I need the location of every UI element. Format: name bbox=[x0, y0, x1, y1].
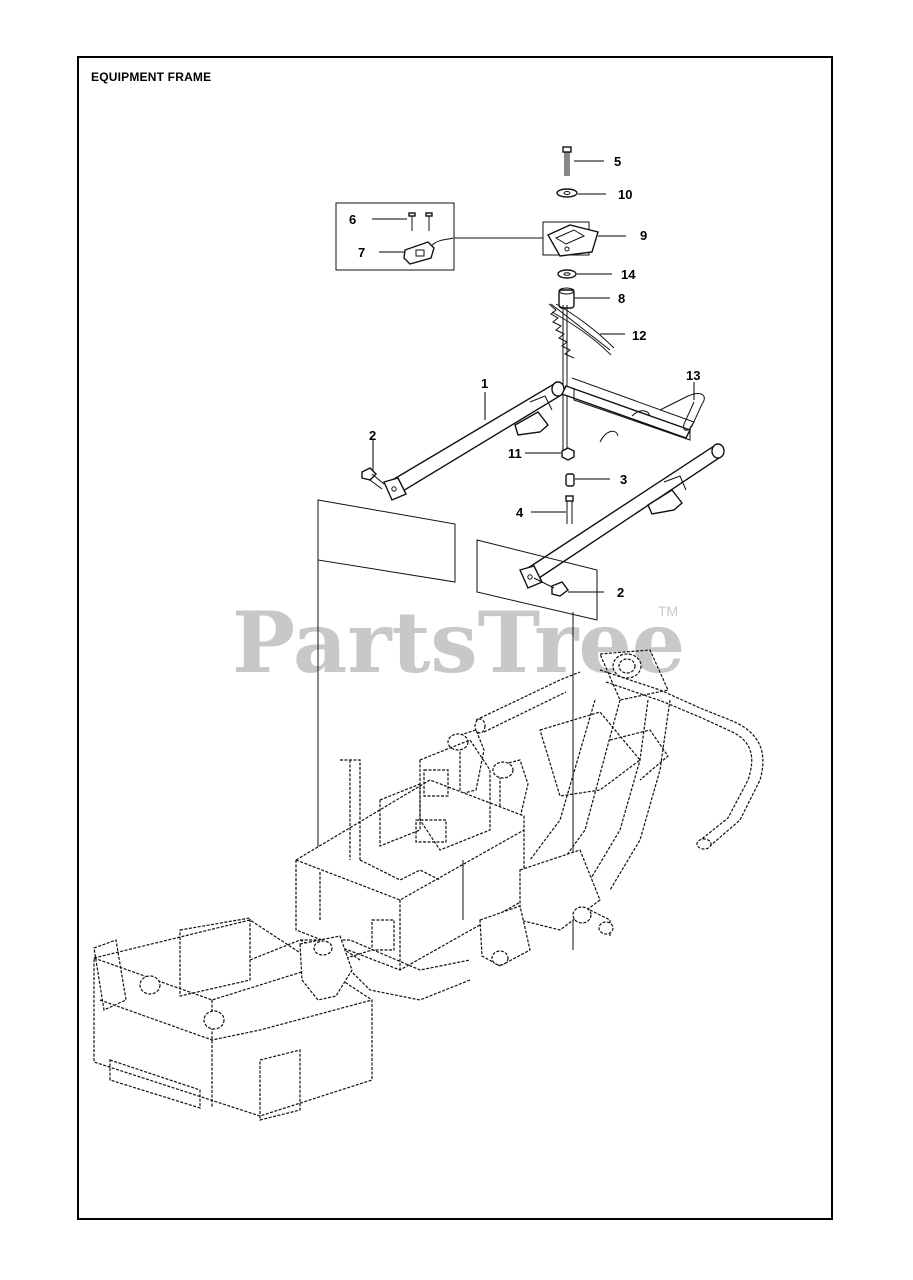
watermark-text: PartsTree bbox=[232, 593, 685, 692]
part-4-pin[interactable] bbox=[565, 495, 574, 524]
callout-6[interactable]: 8 bbox=[618, 291, 625, 306]
callout-9[interactable]: 11 bbox=[508, 446, 522, 461]
part-13-switch[interactable] bbox=[403, 237, 454, 265]
part-5-bolt[interactable] bbox=[562, 146, 572, 176]
part-12-screws[interactable] bbox=[408, 212, 433, 231]
part-3-pin[interactable] bbox=[565, 473, 575, 487]
part-8-washer[interactable] bbox=[556, 188, 578, 198]
projection-panel-left bbox=[317, 499, 456, 860]
callout-12[interactable]: 6 bbox=[349, 212, 356, 227]
inset-switch-box bbox=[335, 202, 543, 271]
callout-10[interactable]: 12 bbox=[632, 328, 646, 343]
callout-2-upper[interactable]: 2 bbox=[369, 428, 376, 443]
part-9-nut[interactable] bbox=[561, 447, 575, 461]
part-10-spring[interactable] bbox=[548, 303, 615, 359]
callout-11[interactable]: 13 bbox=[686, 368, 700, 383]
callout-5[interactable]: 5 bbox=[614, 154, 621, 169]
callout-2-lower[interactable]: 2 bbox=[617, 585, 624, 600]
callout-7[interactable]: 9 bbox=[640, 228, 647, 243]
callout-4[interactable]: 4 bbox=[516, 505, 524, 520]
callout-3[interactable]: 3 bbox=[620, 472, 627, 487]
part-2-bolt-right[interactable] bbox=[533, 577, 569, 597]
part-11-clip[interactable] bbox=[659, 393, 705, 431]
callout-8[interactable]: 10 bbox=[618, 187, 632, 202]
watermark-trademark: TM bbox=[658, 603, 678, 619]
callout-1[interactable]: 1 bbox=[481, 376, 488, 391]
chassis-main-frame bbox=[295, 649, 764, 971]
chassis-front-deck bbox=[93, 859, 471, 1121]
leader-lines bbox=[372, 160, 695, 593]
part-7-seat-switch-bracket[interactable] bbox=[542, 221, 599, 257]
diagram-title: EQUIPMENT FRAME bbox=[91, 70, 212, 84]
callout-13[interactable]: 7 bbox=[358, 245, 365, 260]
part-14-washer[interactable] bbox=[557, 269, 577, 279]
part-1-seat-frame[interactable] bbox=[383, 377, 725, 589]
callout-14[interactable]: 14 bbox=[621, 267, 636, 282]
callouts: 5 10 9 14 8 12 1 13 2 11 3 4 2 6 7 bbox=[349, 154, 700, 600]
part-2-bolt-left[interactable] bbox=[361, 467, 385, 490]
